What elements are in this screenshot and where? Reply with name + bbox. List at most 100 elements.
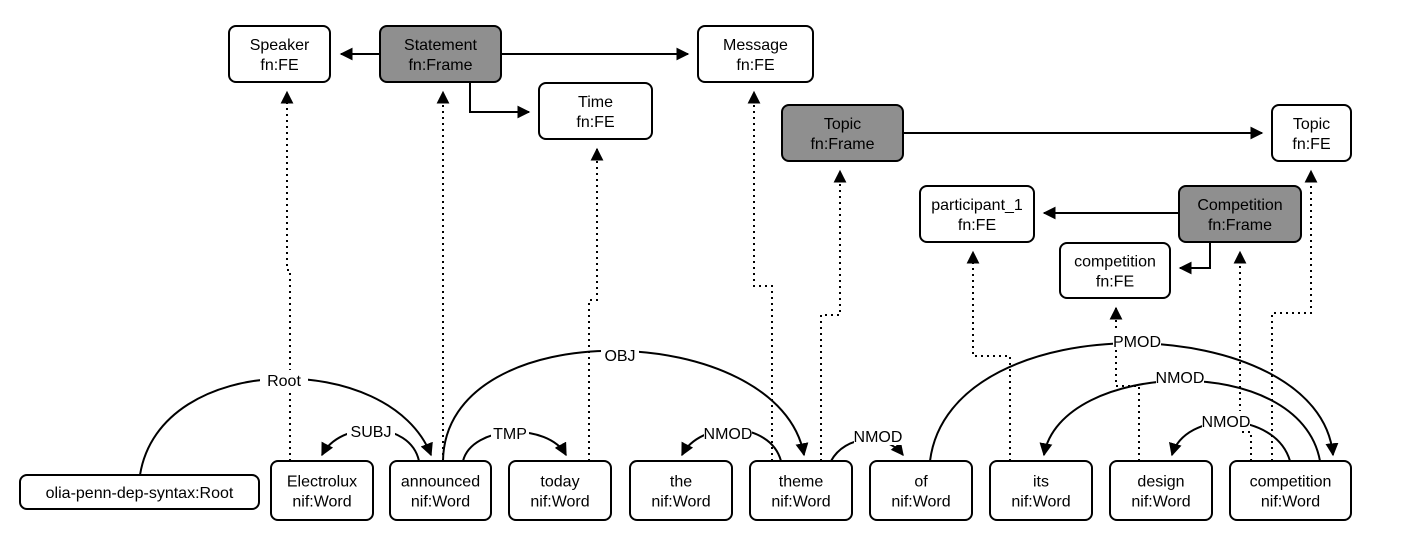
dep-nmod-w-theme-to-w-the: NMOD [681,423,782,462]
node-type: fn:FE [1096,274,1134,291]
dep-pmod-w-of-to-w-competition: PMOD [929,331,1339,462]
edge-competition-frame-to-competition-fe [1178,242,1211,275]
node-box [19,474,260,510]
link-w-theme-to-topic-frame [820,169,847,461]
node-box [379,25,502,83]
node-title: Statement [404,37,477,54]
dep-label: NMOD [854,429,903,446]
node-type: fn:Frame [408,57,472,74]
link-w-its-to-participant [966,250,1011,461]
node-title: competition [1250,474,1332,491]
dep-label-bg [601,345,639,364]
link-w-today-to-time [588,147,604,461]
node-title: Competition [1197,197,1282,214]
node-root: olia-penn-dep-syntax:Root [19,474,260,510]
node-box [389,460,492,521]
node-title: Topic [1293,116,1330,133]
node-type: nif:Word [411,494,470,511]
node-box [1109,460,1213,521]
dep-label: NMOD [1202,414,1251,431]
dep-label-bg [1156,367,1204,386]
node-title: announced [401,474,480,491]
node-title: theme [779,474,824,491]
dep-label: SUBJ [351,424,392,441]
node-title: Topic [824,116,861,133]
dep-arc [442,349,809,462]
dep-arc [1039,379,1321,462]
node-message: Message fn:FE [697,25,814,83]
node-title: design [1137,474,1184,491]
dep-label: TMP [493,426,527,443]
node-topic-frame: Topic fn:Frame [781,104,904,162]
node-statement: Statement fn:Frame [379,25,502,83]
link-w-design-to-competition-fe [1109,306,1140,461]
node-title: its [1033,474,1049,491]
node-box [989,460,1093,521]
dep-label-bg [260,370,308,389]
node-type: fn:FE [958,217,996,234]
node-box [270,460,374,521]
node-title: the [670,474,692,491]
node-w-of: of nif:Word [869,460,973,521]
dep-label-bg [491,423,529,442]
frame-element-edges [339,47,1264,275]
link-w-competition-to-topic-fe [1271,169,1318,461]
node-w-announced: announced nif:Word [389,460,492,521]
dep-label-bg [854,426,902,445]
node-box [697,25,814,83]
node-type: nif:Word [1131,494,1190,511]
node-box [869,460,973,521]
node-title: Electrolux [287,474,357,491]
dep-label-bg [347,421,395,440]
dep-obj-w-announced-to-w-theme: OBJ [442,345,809,462]
node-title: participant_1 [931,197,1023,214]
node-topic-fe: Topic fn:FE [1271,104,1352,162]
dep-label: NMOD [704,426,753,443]
node-type: fn:Frame [1208,217,1272,234]
node-type: fn:FE [576,114,614,131]
node-type: fn:Frame [810,136,874,153]
edge-statement-to-time [469,82,531,119]
dep-nmod-w-competition-to-w-design: NMOD [1169,411,1291,462]
word-to-frame-links [280,90,1318,461]
node-type: fn:FE [1292,136,1330,153]
node-type: nif:Word [1011,494,1070,511]
node-title: of [914,474,928,491]
node-box [228,25,331,83]
node-w-its: its nif:Word [989,460,1093,521]
node-title: Message [723,37,788,54]
node-time: Time fn:FE [538,82,653,140]
dep-label: NMOD [1156,370,1205,387]
node-type: nif:Word [771,494,830,511]
dep-nmod-w-competition-to-w-its: NMOD [1039,367,1321,462]
node-box [629,460,733,521]
node-box [781,104,904,162]
dep-label: Root [267,373,301,390]
dep-nmod-w-theme-to-w-of: NMOD [830,426,904,462]
node-box [1229,460,1352,521]
node-competition-fe: competition fn:FE [1059,242,1171,299]
node-box [1271,104,1352,162]
node-title: today [540,474,579,491]
dep-subj-w-announced-to-w-electrolux: SUBJ [321,421,420,462]
node-title: competition [1074,254,1156,271]
node-box [749,460,853,521]
node-box [919,185,1035,243]
dep-tmp-w-announced-to-w-today: TMP [462,423,567,462]
dep-root-root-to-w-announced: Root [139,370,433,476]
node-title: Time [578,94,613,111]
node-type: fn:FE [736,57,774,74]
dep-label-bg [1113,331,1161,350]
node-competition-frame: Competition fn:Frame [1178,185,1302,243]
node-type: nif:Word [891,494,950,511]
node-box [1059,242,1171,299]
dep-arc [929,342,1339,462]
node-box [1178,185,1302,243]
